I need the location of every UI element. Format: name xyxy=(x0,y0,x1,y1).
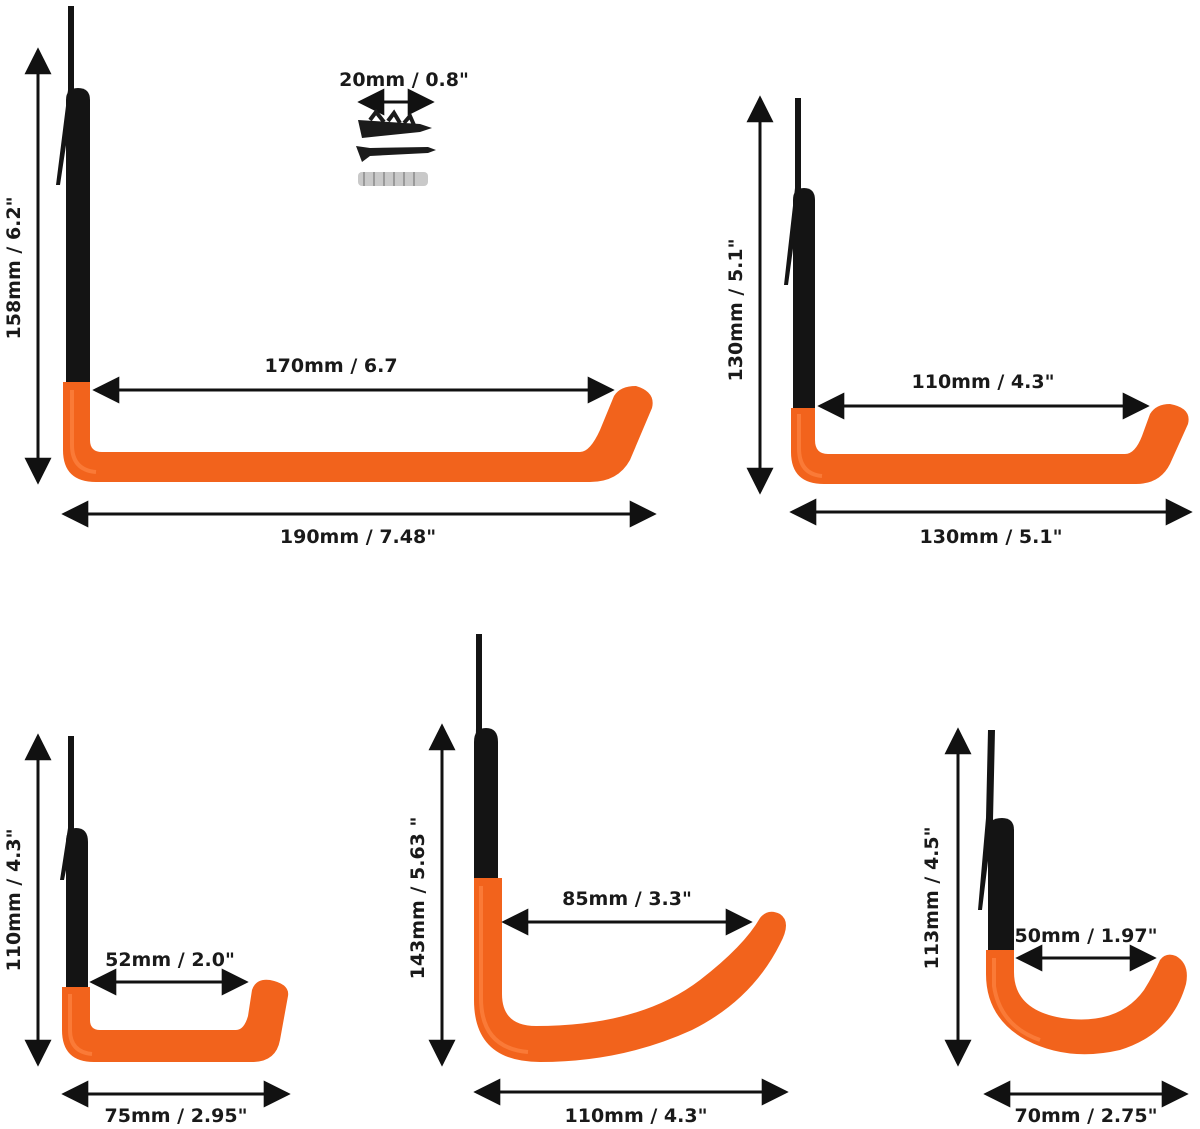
plastic-plug-icon xyxy=(358,172,428,186)
hook-4: 143mm / 5.63 " 85mm / 3.3" 110mm / 4.3" xyxy=(407,634,789,1127)
hook-2-coating xyxy=(791,404,1189,484)
wall-anchor-icon xyxy=(358,108,432,138)
hook-3: 110mm / 4.3" 52mm / 2.0" 75mm / 2.95" xyxy=(3,733,291,1127)
screw-set: 20mm / 0.8" xyxy=(339,69,469,186)
hook-3-width-label: 75mm / 2.95" xyxy=(105,1105,248,1127)
hook-4-width-label: 110mm / 4.3" xyxy=(565,1105,708,1127)
hook-2: 130mm / 5.1" 110mm / 4.3" 130mm / 5.1" xyxy=(725,95,1193,548)
hook-3-coating xyxy=(62,979,289,1062)
hook-4-height-label: 143mm / 5.63 " xyxy=(407,817,429,980)
hook-1-width-label: 190mm / 7.48" xyxy=(280,526,436,548)
screw-length-label: 20mm / 0.8" xyxy=(339,69,469,91)
hook-5-width-label: 70mm / 2.75" xyxy=(1015,1105,1158,1127)
hook-1-height-label: 158mm / 6.2" xyxy=(3,197,25,340)
hook-2-inner-label: 110mm / 4.3" xyxy=(912,371,1055,393)
hook-4-coating xyxy=(474,878,786,1062)
hook-5: 113mm / 4.5" 50mm / 1.97" 70mm / 2.75" xyxy=(921,727,1189,1127)
hook-4-inner-label: 85mm / 3.3" xyxy=(562,888,692,910)
hook-3-height-label: 110mm / 4.3" xyxy=(3,829,25,972)
hook-2-shank xyxy=(793,188,815,410)
hook-5-bracket xyxy=(978,730,995,910)
hook-2-bracket xyxy=(784,98,801,285)
hook-3-shank xyxy=(66,828,88,990)
hook-3-inner-label: 52mm / 2.0" xyxy=(105,949,235,971)
hook-5-inner-label: 50mm / 1.97" xyxy=(1015,925,1158,947)
hook-5-height-label: 113mm / 4.5" xyxy=(921,827,943,970)
hook-2-width-label: 130mm / 5.1" xyxy=(920,526,1063,548)
hook-1-bracket xyxy=(56,6,74,185)
hook-4-shank xyxy=(474,728,498,880)
screw-icon xyxy=(356,146,436,162)
hook-5-coating xyxy=(986,950,1187,1055)
hook-2-height-label: 130mm / 5.1" xyxy=(725,239,747,382)
hook-1: 158mm / 6.2" 170mm / 6.7 190mm / 7.48" xyxy=(3,6,657,548)
hook-1-inner-label: 170mm / 6.7 xyxy=(264,355,397,377)
hook-1-coating xyxy=(63,382,653,482)
hook-1-shank xyxy=(66,88,90,385)
hook-5-shank xyxy=(988,818,1014,955)
